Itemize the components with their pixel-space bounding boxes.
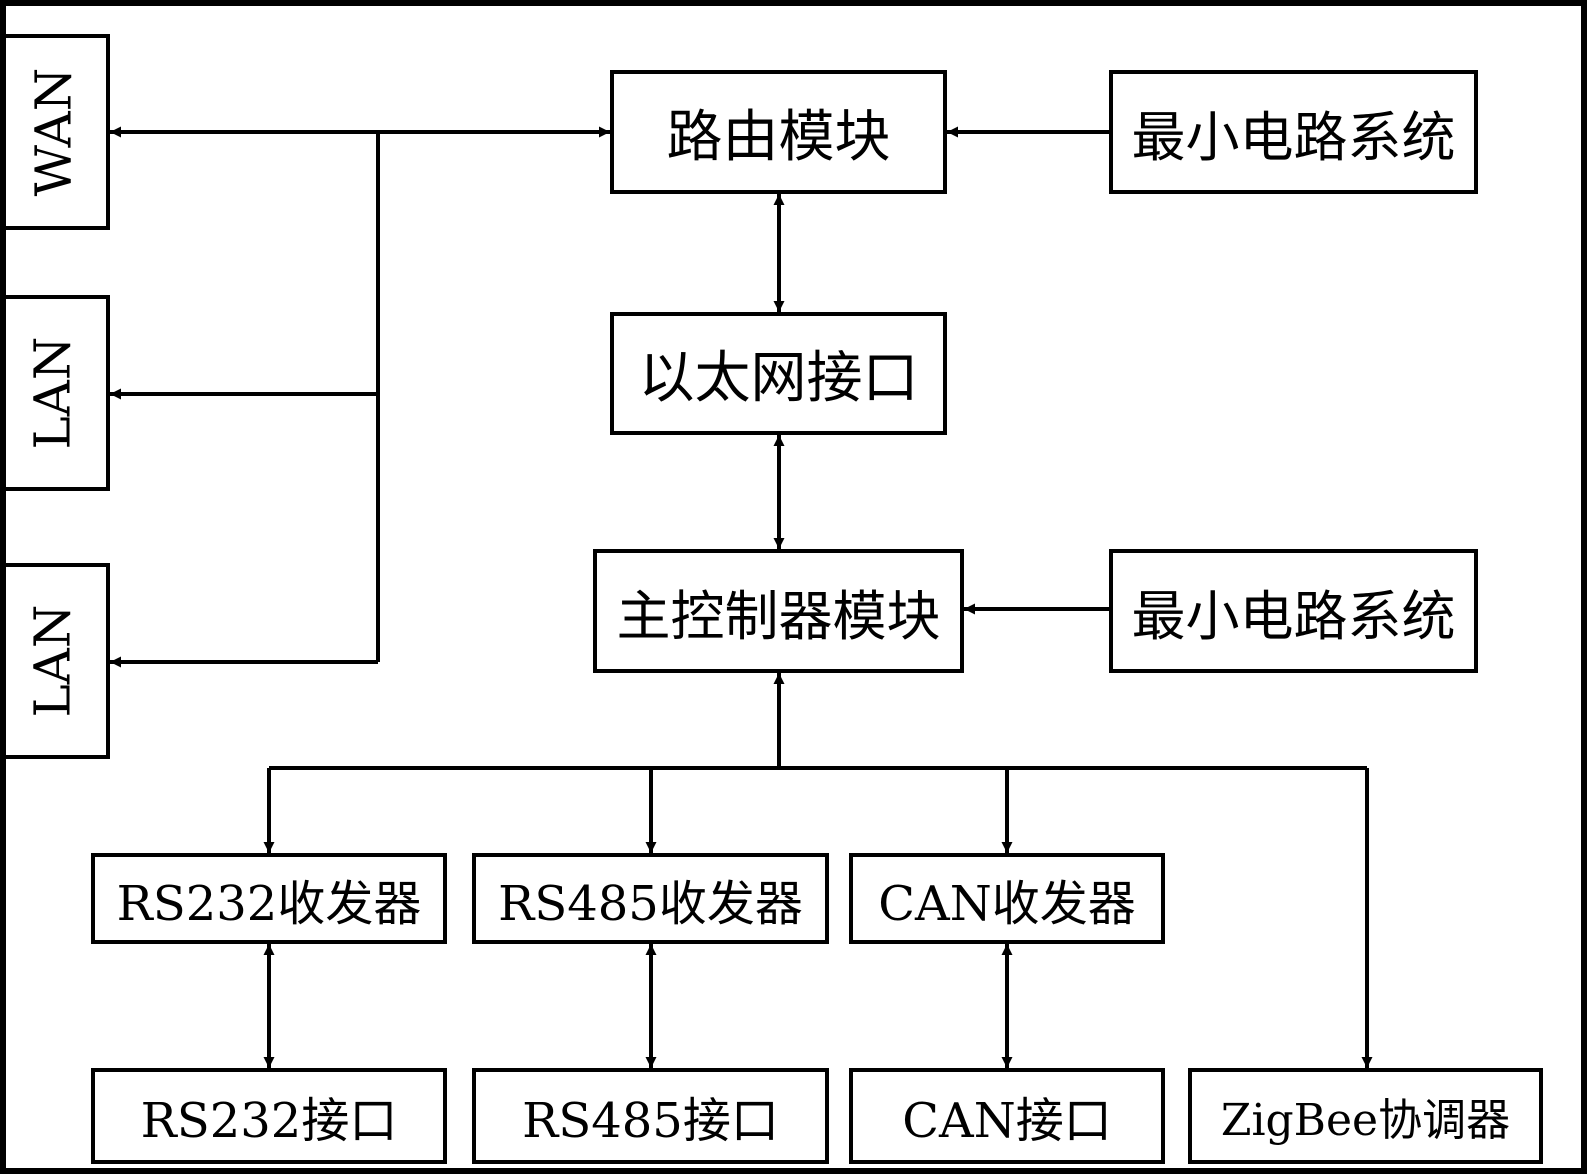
ethernet-interface: 以太网接口 bbox=[610, 312, 947, 435]
can-interface: CAN接口 bbox=[849, 1068, 1165, 1164]
rs232-interface: RS232接口 bbox=[91, 1068, 447, 1164]
min-system-mid-label: 最小电路系统 bbox=[1131, 584, 1456, 648]
zigbee-coordinator: ZigBee协调器 bbox=[1188, 1068, 1543, 1164]
rs232-interface-label: RS232接口 bbox=[140, 1093, 398, 1149]
wan-port: WAN bbox=[6, 34, 110, 230]
lan2-label: LAN bbox=[24, 604, 82, 718]
rs485-interface-label: RS485接口 bbox=[522, 1093, 779, 1149]
rs485-interface: RS485接口 bbox=[472, 1068, 829, 1164]
can-transceiver-label: CAN收发器 bbox=[878, 875, 1136, 932]
rs485-transceiver-label: RS485收发器 bbox=[498, 875, 803, 932]
can-transceiver: CAN收发器 bbox=[849, 853, 1165, 944]
rs232-transceiver-label: RS232收发器 bbox=[116, 875, 422, 932]
min-circuit-system-mid: 最小电路系统 bbox=[1109, 549, 1478, 673]
main-controller-label: 主控制器模块 bbox=[616, 584, 941, 648]
min-system-top-label: 最小电路系统 bbox=[1131, 105, 1456, 169]
lan-port-2: LAN bbox=[6, 563, 110, 759]
min-circuit-system-top: 最小电路系统 bbox=[1109, 70, 1478, 194]
rs232-transceiver: RS232收发器 bbox=[91, 853, 447, 944]
lan-port-1: LAN bbox=[6, 295, 110, 491]
can-interface-label: CAN接口 bbox=[902, 1093, 1112, 1149]
ethernet-label: 以太网接口 bbox=[638, 346, 919, 411]
main-controller-module: 主控制器模块 bbox=[593, 549, 964, 673]
lan1-label: LAN bbox=[24, 336, 82, 450]
router-label: 路由模块 bbox=[666, 104, 891, 170]
rs485-transceiver: RS485收发器 bbox=[472, 853, 829, 944]
zigbee-label: ZigBee协调器 bbox=[1220, 1095, 1511, 1146]
wan-label: WAN bbox=[24, 67, 83, 197]
connection-lines bbox=[110, 126, 1373, 1068]
router-module: 路由模块 bbox=[610, 70, 947, 194]
